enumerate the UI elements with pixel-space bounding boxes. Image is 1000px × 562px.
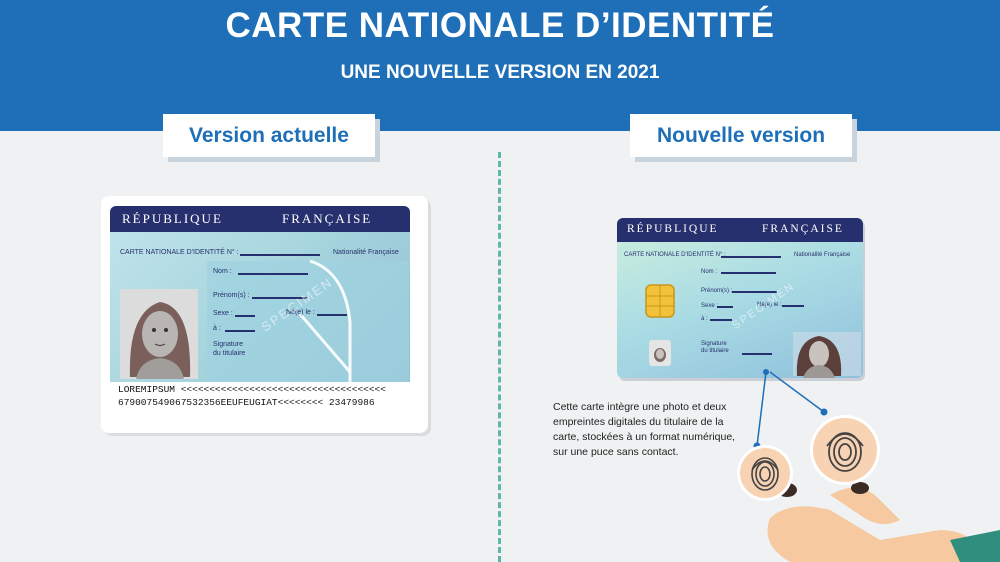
new-card-sexe-label: Sexe : [701,303,719,309]
old-card: RÉPUBLIQUE FRANÇAISE CARTE NATIONALE D'I… [110,206,410,424]
old-card-sexe-label: Sexe : [213,310,233,317]
page-title: CARTE NATIONALE D’IDENTITÉ [225,6,775,45]
old-card-mrz-line-1: LOREMIPSUM <<<<<<<<<<<<<<<<<<<<<<<<<<<<<… [118,384,386,395]
old-card-signature-label-2: du titulaire [213,350,246,357]
header-banner: CARTE NATIONALE D’IDENTITÉ UNE NOUVELLE … [0,0,1000,131]
new-card-nele-label: Né(e) le : [757,302,782,308]
new-card-nationality: Nationalité Française [794,252,851,258]
old-card-number-line [240,254,320,256]
new-card-nele-line [782,305,804,307]
old-card-nele-line [317,314,347,316]
old-card-prenoms-line [252,297,307,299]
new-card-number-line [721,256,781,258]
old-card-signature-label-1: Signature [213,341,243,348]
fingerprint-small-svg [751,457,779,491]
new-card-graphics [645,284,861,378]
fingerprint-large-svg [826,432,864,472]
old-card-a-line [225,330,255,332]
old-card-body: CARTE NATIONALE D'IDENTITÉ N° : National… [110,232,410,382]
new-card-signature-label-2: du titulaire [701,348,729,354]
fingerprint-large-icon [813,418,877,482]
old-card-graphics [120,259,409,382]
new-card-band-left: RÉPUBLIQUE [627,223,719,235]
new-card-a-label: à : [701,316,708,322]
new-card-nom-label: Nom : [701,269,718,275]
center-divider [498,152,501,562]
current-version-tag: Version actuelle [163,114,375,157]
old-card-nele-label: Né(e) le : [286,309,315,316]
new-card-sexe-line [717,306,733,308]
new-card-number-label: CARTE NATIONALE D'IDENTITÉ N° : [624,252,726,258]
new-card: RÉPUBLIQUE FRANÇAISE CARTE NATIONALE D'I… [617,218,863,378]
new-card-a-line [710,319,732,321]
old-card-band-left: RÉPUBLIQUE [122,211,223,226]
old-card-mrz-line-2: 679007549067532356EEUFEUGIAT<<<<<<<< 234… [118,397,375,408]
old-card-sexe-line [235,315,255,317]
new-card-signature-line [742,353,772,355]
page-subtitle: UNE NOUVELLE VERSION EN 2021 [340,62,660,83]
old-card-a-label: à : [213,325,221,332]
new-card-band-right: FRANÇAISE [762,223,844,235]
new-card-prenoms-line [732,291,777,293]
new-card-prenoms-label: Prénom(s) : [701,288,733,294]
new-card-band: RÉPUBLIQUE FRANÇAISE [617,218,863,242]
old-card-nom-line [238,273,308,275]
old-card-number-label: CARTE NATIONALE D'IDENTITÉ N° : [120,249,239,256]
new-version-tag: Nouvelle version [630,114,852,157]
old-card-nationality: Nationalité Française [333,249,399,256]
fingerprint-icon [740,448,790,498]
old-card-band: RÉPUBLIQUE FRANÇAISE [110,206,410,232]
new-card-signature-label-1: Signature [701,341,727,347]
new-card-body: CARTE NATIONALE D'IDENTITÉ N° : National… [617,242,863,378]
old-card-nom-label: Nom : [213,268,232,275]
new-card-nom-line [721,272,776,274]
old-card-prenoms-label: Prénom(s) : [213,292,250,299]
old-card-band-right: FRANÇAISE [282,211,373,226]
fingerprint-description: Cette carte intègre une photo et deux em… [553,401,736,458]
